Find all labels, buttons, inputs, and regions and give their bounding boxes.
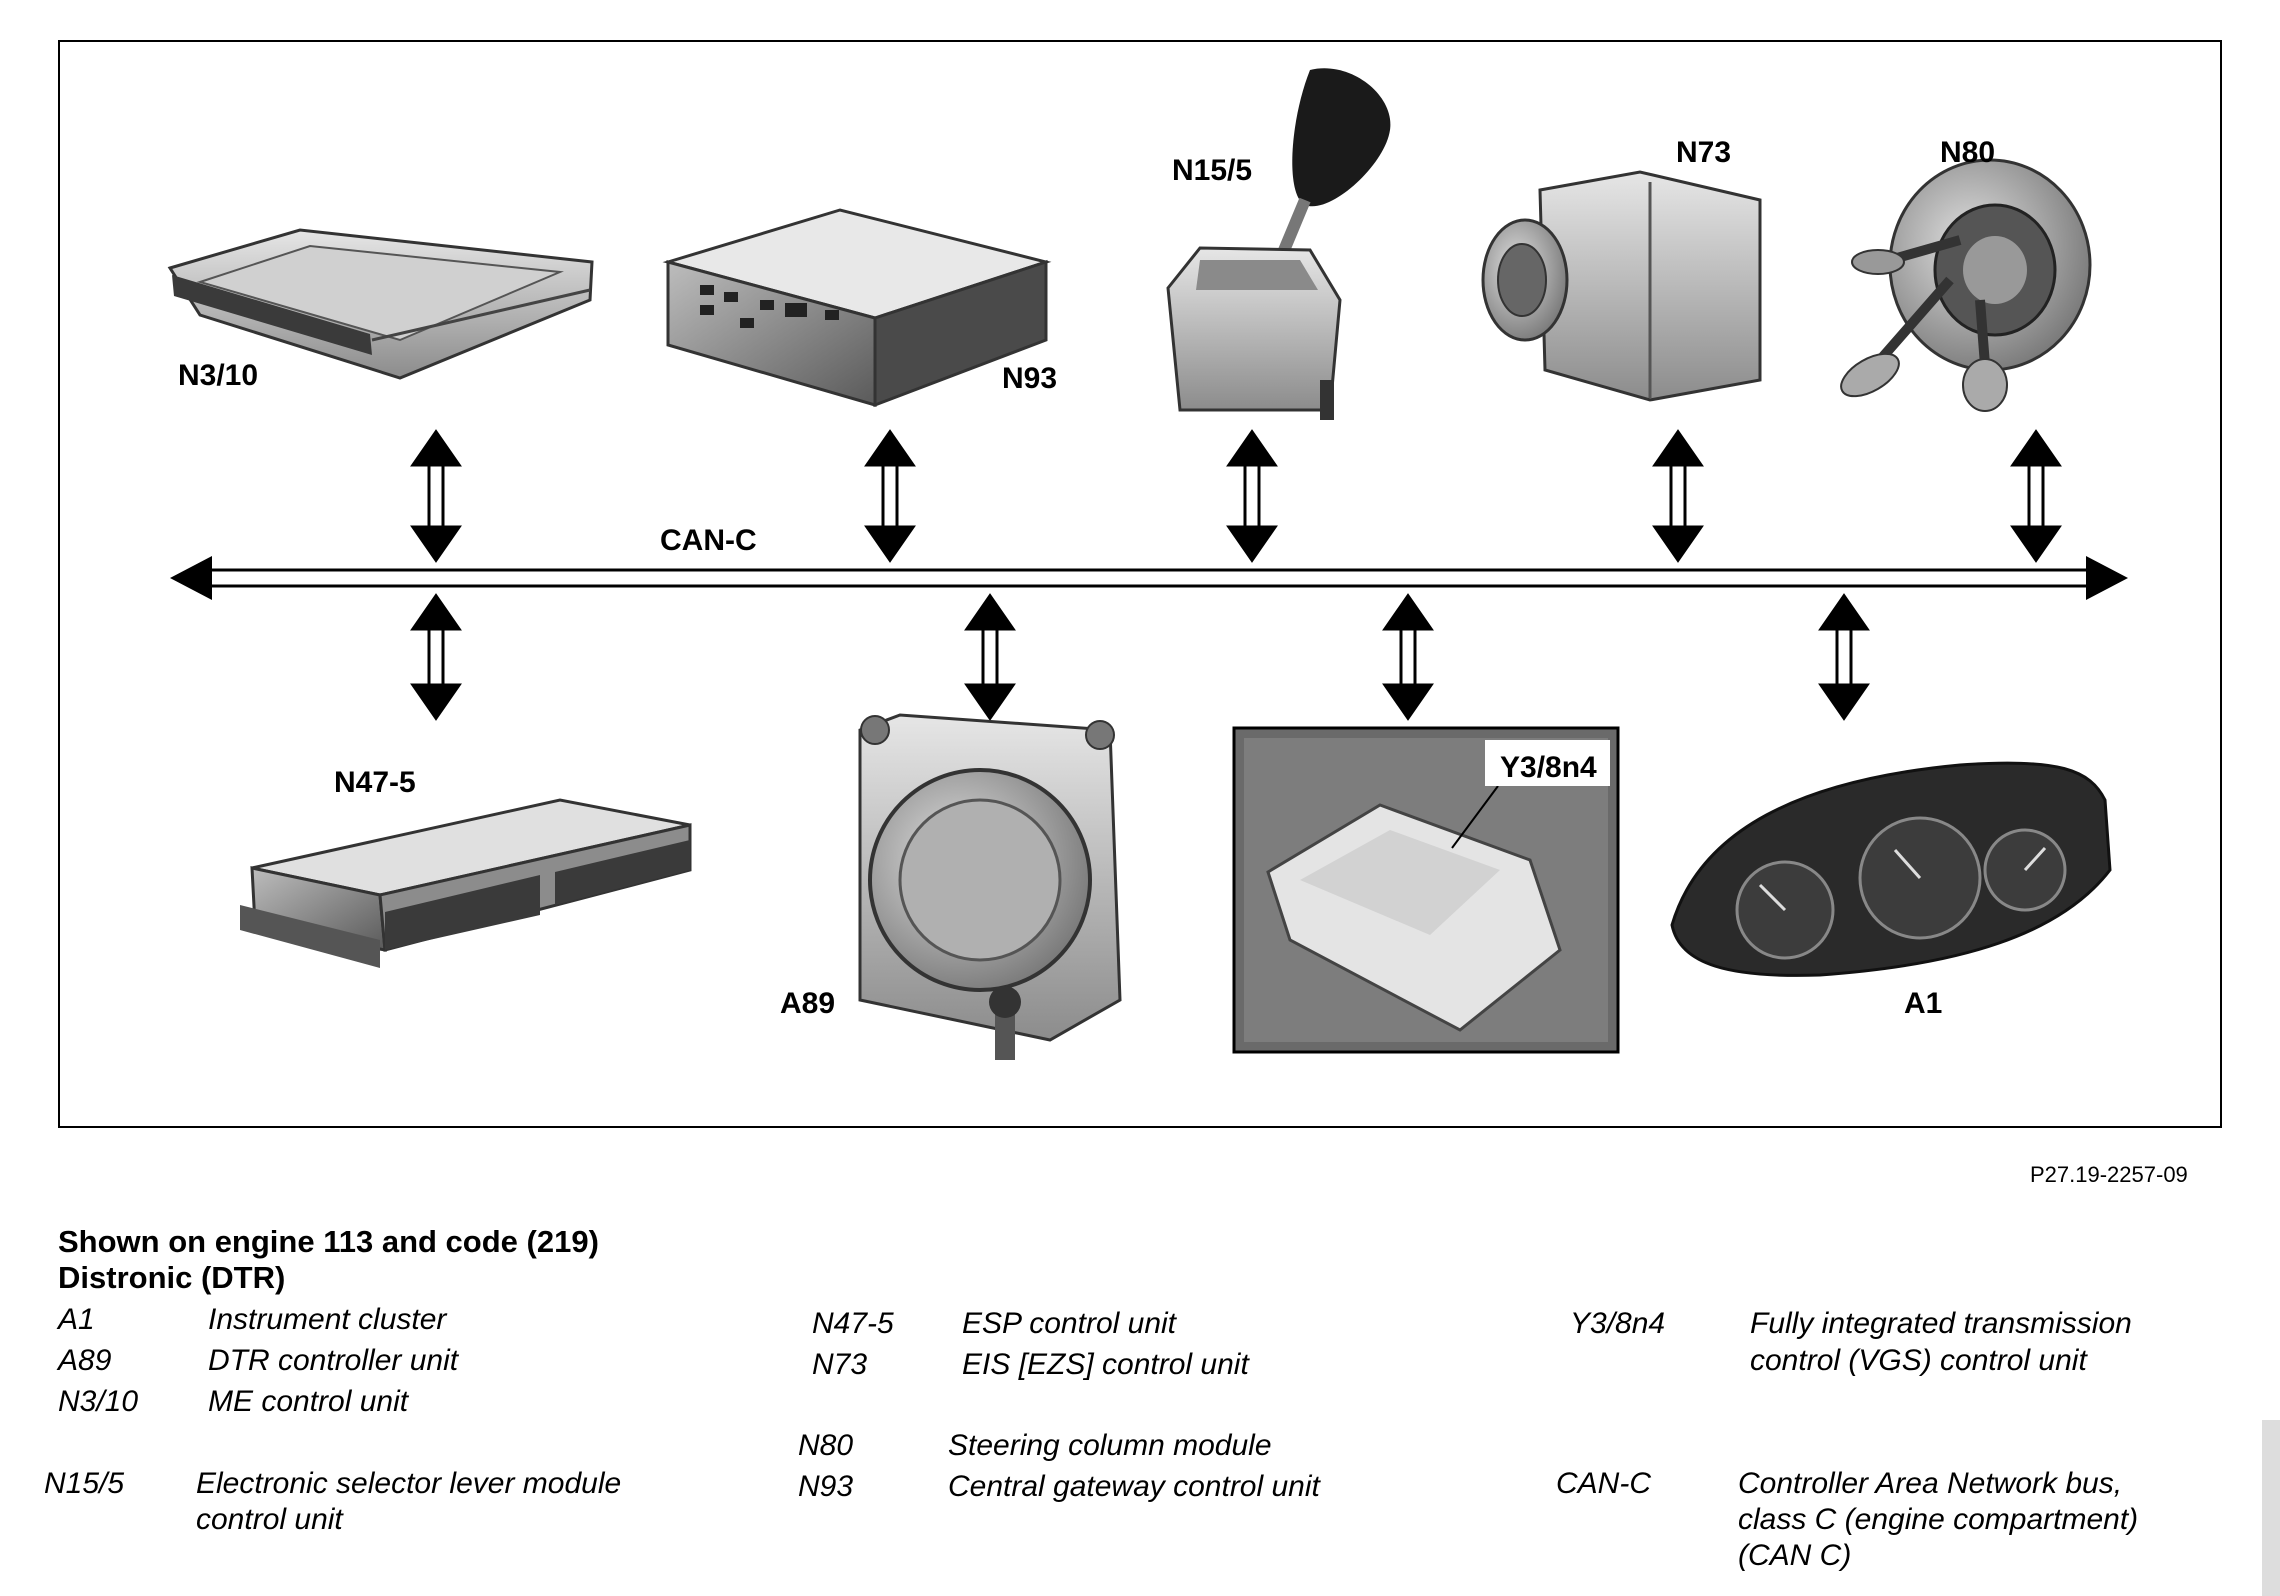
legend-text-y3-8n4-line2: control (VGS) control unit [1750,1344,2087,1377]
n15-5-selector-lever-image [1166,68,1391,420]
legend-text-n3-10: ME control unit [208,1385,409,1418]
legend-text-n80: Steering column module [948,1429,1272,1462]
can-c-label: CAN-C [660,524,757,557]
figure-reference-code: P27.19-2257-09 [2030,1162,2188,1187]
lower-connector-arrows [410,593,1870,721]
a1-instrument-cluster-image [1670,761,2112,977]
arrow-n3-10 [410,429,462,563]
n80-label: N80 [1940,136,1995,169]
arrow-a1 [1818,593,1870,721]
legend-text-n47-5: ESP control unit [962,1307,1176,1340]
a89-dtr-controller-image [858,713,1122,1060]
n73-eis-control-unit-image [1481,170,1762,402]
diagram-frame [58,40,2222,1128]
n73-label: N73 [1676,136,1731,169]
arrow-n15-5 [1226,429,1278,563]
legend-text-a89: DTR controller unit [208,1344,459,1377]
arrow-y3-8n4 [1382,593,1434,721]
y3-8n4-vgs-control-unit-image [1232,726,1620,1054]
legend-code-n80: N80 [798,1429,854,1462]
legend-code-y3-8n4: Y3/8n4 [1570,1307,1666,1340]
arrow-n73 [1652,429,1704,563]
legend-code-can-c: CAN-C [1556,1467,1651,1500]
legend-text-n93: Central gateway control unit [948,1470,1320,1503]
arrow-n47-5 [410,593,462,721]
legend-text-can-c: Controller Area Network bus, [1738,1467,2123,1500]
n3-10-me-control-unit-image [167,228,594,380]
legend-text-a1: Instrument cluster [208,1303,447,1336]
legend-heading: Shown on engine 113 and code (219) [58,1224,599,1259]
upper-connector-arrows [410,429,2062,563]
a89-label: A89 [780,987,835,1020]
legend-code-a1: A1 [58,1303,95,1336]
legend-text-n15-5: Electronic selector lever module [196,1467,622,1500]
n15-5-label: N15/5 [1172,154,1252,187]
legend-text-n15-5-line2: control unit [196,1503,343,1536]
n93-label: N93 [1002,362,1057,395]
legend-code-a89: A89 [58,1344,112,1377]
legend-text-can-c-line2: class C (engine compartment) [1738,1503,2139,1536]
legend-code-n3-10: N3/10 [58,1385,139,1418]
can-bus-diagram: CAN-C [167,68,2128,1060]
n80-steering-column-module-image [1840,158,2092,412]
legend-code-n15-5: N15/5 [44,1467,125,1500]
legend-subheading: Distronic (DTR) [58,1260,286,1295]
legend-text-can-c-line3: (CAN C) [1738,1539,1852,1572]
n3-10-label: N3/10 [178,359,258,392]
arrow-n93 [864,429,916,563]
page-edge-tab [2262,1420,2280,1596]
legend-code-n93: N93 [798,1470,854,1503]
can-c-bus [170,556,2128,600]
legend-code-n73: N73 [812,1348,868,1381]
arrow-n80 [2010,429,2062,563]
legend-text-y3-8n4: Fully integrated transmission [1750,1307,2132,1340]
legend-code-n47-5: N47-5 [812,1307,894,1340]
n47-5-esp-control-unit-image [240,798,692,968]
a1-label: A1 [1904,987,1942,1020]
y3-8n4-label: Y3/8n4 [1500,751,1597,784]
arrow-a89 [964,593,1016,721]
n47-5-label: N47-5 [334,766,416,799]
n93-central-gateway-image [662,208,1052,408]
legend-text-n73: EIS [EZS] control unit [962,1348,1249,1381]
